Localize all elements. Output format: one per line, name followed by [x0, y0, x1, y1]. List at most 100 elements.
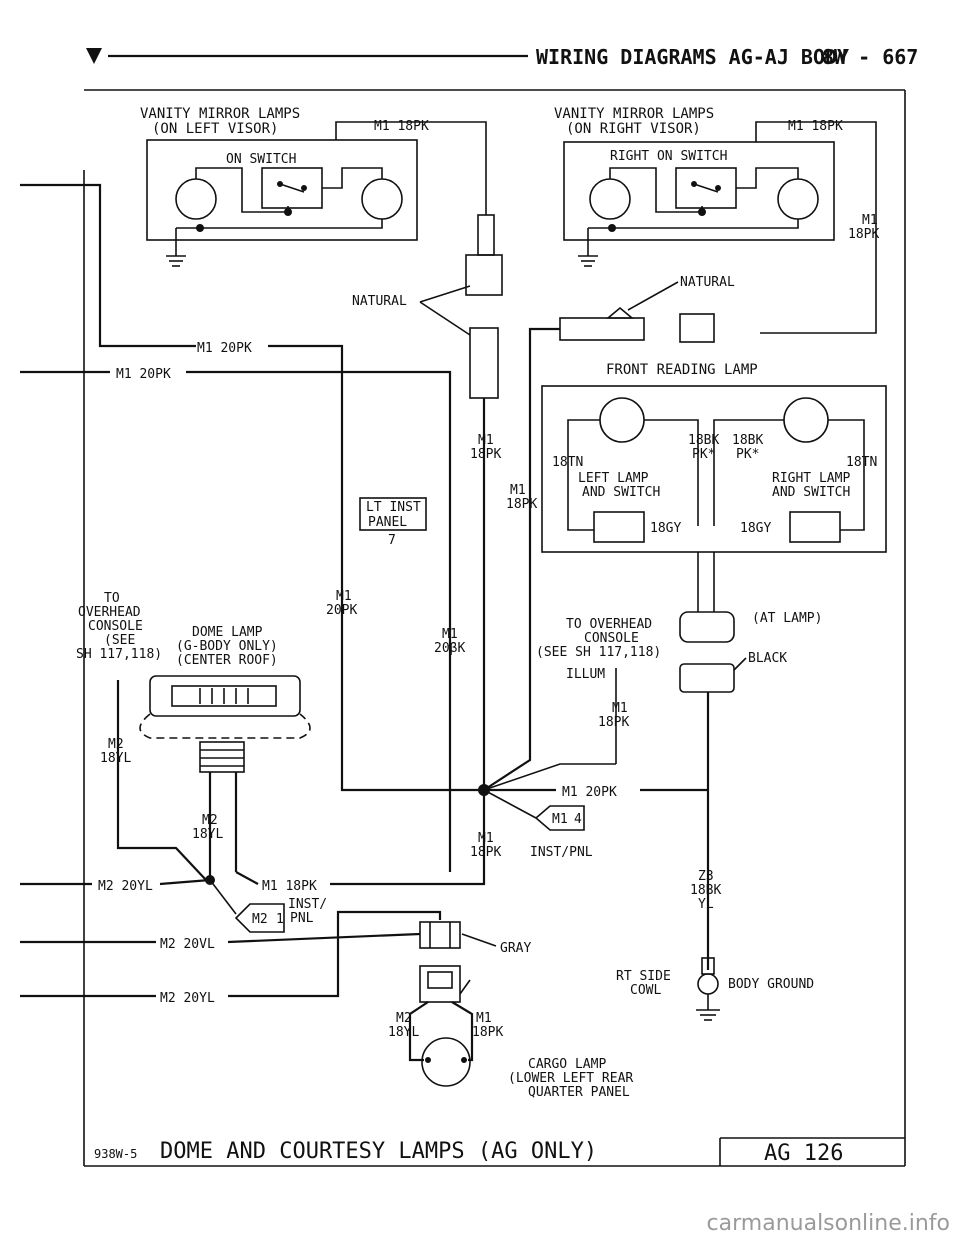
vanity-right-subtitle: (ON RIGHT VISOR)	[566, 121, 701, 137]
wire-18bk-b: 18BK	[732, 433, 763, 448]
lt-inst-panel-line2: PANEL	[368, 515, 407, 530]
wire-18yl-label: 18YL	[100, 751, 131, 766]
vanity-right-side-wire-color: 18PK	[848, 227, 879, 242]
wire-m2-label-3: M2	[396, 1011, 412, 1026]
left-lamp-label: LEFT LAMP	[578, 471, 649, 486]
wire-18tn-left: 18TN	[552, 455, 583, 470]
wire-m2-label: M2	[108, 737, 124, 752]
vanity-right-box	[563, 141, 835, 241]
wire-18pk-label-5: 18PK	[470, 845, 501, 860]
connector-natural-left	[465, 254, 503, 296]
splice-pnl-label: PNL	[290, 911, 314, 926]
wire-18pk-label: 18PK	[470, 447, 501, 462]
lt-inst-panel-box	[359, 497, 427, 531]
overhead-left-overhead: OVERHEAD	[78, 605, 141, 620]
splice-m2-number: 1	[276, 912, 284, 927]
down-triangle-icon	[86, 48, 102, 64]
wire-m1-20pk-upper: M1 20PK	[197, 341, 252, 356]
vanity-right-side-wire: M1	[862, 213, 878, 228]
wire-18pk-label-3: 18PK	[506, 497, 537, 512]
wire-18bk-a: 18BK	[688, 433, 719, 448]
cargo-lamp-title: CARGO LAMP	[528, 1057, 606, 1072]
cargo-lamp-section: GRAY M2 18YL M1 18PK CARGO LAMP (LOWER L…	[388, 921, 633, 1100]
splice-m1-number: 4	[574, 812, 582, 827]
connector-at-lamp	[679, 611, 735, 643]
wire-m1-label-4: M1	[476, 1011, 492, 1026]
wire-18yl-label-2: 18YL	[192, 827, 223, 842]
dome-lamp-housing	[149, 675, 301, 717]
reading-lamp-bulb-icon	[783, 397, 829, 443]
connector-icon	[469, 327, 499, 399]
wire-18pk-label-4: 18PK	[598, 715, 629, 730]
wire-20pk-label: 20PK	[326, 603, 357, 618]
vanity-right-title: VANITY MIRROR LAMPS	[554, 106, 714, 122]
splice-inst-label: INST/	[288, 897, 327, 912]
footer-box-label: AG 126	[764, 1141, 843, 1166]
front-reading-lamp: FRONT READING LAMP NATURAL M1 18PK 18TN …	[483, 275, 887, 791]
wire-pk-star-b: PK*	[736, 447, 759, 462]
wire-m2-20yl-lower: M2 20YL	[160, 991, 215, 1006]
wire-z3-label: Z3	[698, 869, 714, 884]
lamp-bulb-icon	[589, 178, 631, 220]
dome-lamp-title: DOME LAMP	[192, 625, 263, 640]
dome-lamp-subtitle: (G-BODY ONLY)	[176, 639, 278, 654]
connector-natural-right	[559, 317, 645, 341]
body-ground-label: BODY GROUND	[728, 977, 814, 992]
splice-inst-pnl-label: INST/PNL	[530, 845, 593, 860]
overhead-right-sheet: (SEE SH 117,118)	[536, 645, 661, 660]
wire-m2-20yl-upper: M2 20YL	[98, 879, 153, 894]
lt-inst-panel-number: 7	[388, 533, 396, 548]
illum-label: ILLUM	[566, 667, 605, 682]
cargo-lamp-location: (LOWER LEFT REAR	[508, 1071, 633, 1086]
wire-m1-label: M1	[478, 433, 494, 448]
dome-lamp-section: TO OVERHEAD CONSOLE (SEE SH 117,118) DOM…	[20, 591, 486, 1006]
overhead-left-console: CONSOLE	[88, 619, 143, 634]
vanity-right-switch-label: RIGHT ON SWITCH	[610, 149, 727, 164]
dome-lamp-bulb-icon	[171, 685, 277, 707]
vanity-mirror-left: VANITY MIRROR LAMPS (ON LEFT VISOR) M1 1…	[140, 106, 487, 267]
cargo-lamp-bulb-icon	[421, 1037, 471, 1087]
footer-code: 938W-5	[94, 1147, 137, 1161]
overhead-left-sheet: SH 117,118)	[76, 647, 162, 662]
header-title: WIRING DIAGRAMS AG-AJ BODY	[536, 45, 849, 69]
wire-20pk-label-2: 20βK	[434, 641, 465, 656]
connector-gray	[419, 921, 461, 949]
wire-pk-star-a: PK*	[692, 447, 715, 462]
wire-m1-label-7: M1	[478, 831, 494, 846]
connector-natural-right-label: NATURAL	[680, 275, 735, 290]
wire-z3-color-2: YL	[698, 897, 714, 912]
ground-location-1: RT SIDE	[616, 969, 671, 984]
dome-lamp-location: (CENTER ROOF)	[176, 653, 278, 668]
splice-m2-1-icon	[234, 903, 285, 933]
vanity-mirror-right: VANITY MIRROR LAMPS (ON RIGHT VISOR) M1 …	[554, 106, 879, 334]
left-lamp-switch-label: AND SWITCH	[582, 485, 660, 500]
connector-icon	[679, 313, 715, 343]
connector-icon	[419, 965, 461, 1003]
page-header: WIRING DIAGRAMS AG-AJ BODY 8W - 667	[86, 45, 918, 69]
footer-title: DOME AND COURTESY LAMPS (AG ONLY)	[160, 1139, 597, 1164]
at-lamp-label: (AT LAMP)	[752, 611, 822, 626]
vanity-left-title: VANITY MIRROR LAMPS	[140, 106, 300, 122]
switch-icon	[789, 511, 841, 543]
lamp-bulb-icon	[361, 178, 403, 220]
splice-m1-4-icon	[534, 805, 585, 831]
left-wiring: NATURAL M1 18PK M1 20PK M1 20PK LT INST …	[20, 183, 503, 872]
reading-lamp-bulb-icon	[599, 397, 645, 443]
overhead-right-title: TO OVERHEAD	[566, 617, 652, 632]
ground-location-2: COWL	[630, 983, 661, 998]
right-lamp-label: RIGHT LAMP	[772, 471, 850, 486]
body-ground: Z3 18BK YL RT SIDE COWL BODY GROUND	[616, 869, 814, 1021]
wire-m1-label-6: M1	[612, 701, 628, 716]
overhead-right-section: TO OVERHEAD CONSOLE (SEE SH 117,118) ILL…	[470, 611, 822, 970]
dome-lamp-connector	[199, 741, 245, 773]
vanity-left-box	[146, 139, 418, 241]
wire-m1-label-5: M1	[510, 483, 526, 498]
wire-18tn-right: 18TN	[846, 455, 877, 470]
cargo-lamp-location-2: QUARTER PANEL	[528, 1085, 630, 1100]
connector-black	[679, 663, 735, 693]
overhead-left-see: (SEE	[104, 633, 135, 648]
front-reading-lamp-title: FRONT READING LAMP	[606, 362, 758, 378]
overhead-right-console: CONSOLE	[584, 631, 639, 646]
lt-inst-panel-line1: LT INST	[366, 500, 421, 515]
switch-icon	[593, 511, 645, 543]
